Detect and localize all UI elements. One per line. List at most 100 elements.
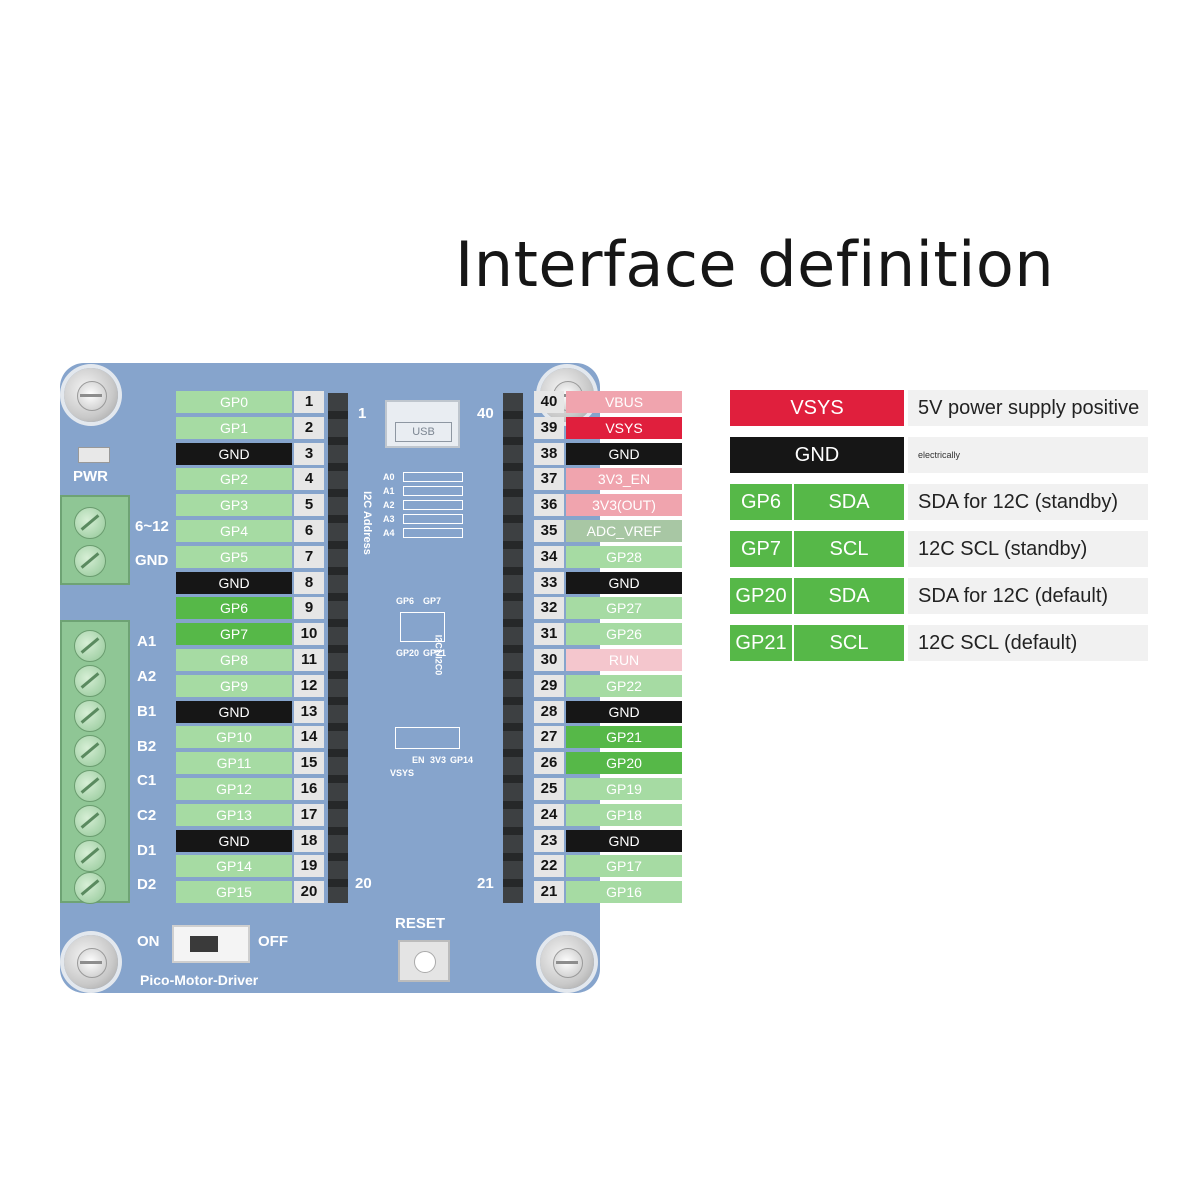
left-pin-number: 8 [294, 571, 324, 594]
right-pin-number: 31 [534, 623, 564, 646]
right-pin-number: 28 [534, 700, 564, 723]
legend-description: 12C SCL (default) [908, 625, 1148, 661]
switch-knob[interactable] [190, 936, 218, 952]
right-pin-label: GP21 [566, 726, 682, 749]
left-pin-label: GP5 [176, 545, 292, 568]
left-pin-number: 12 [294, 674, 324, 697]
pwr-led-icon [78, 447, 110, 463]
right-pin-label: GP16 [566, 881, 682, 904]
legend-description: 12C SCL (standby) [908, 531, 1148, 567]
terminal-screw-icon [74, 507, 106, 539]
motor-label: B1 [137, 703, 157, 720]
right-pin-label: 3V3(OUT) [566, 494, 682, 517]
switch-on-label: ON [137, 933, 160, 950]
motor-label: A2 [137, 668, 157, 685]
right-pin-label: GP28 [566, 545, 682, 568]
left-pin-number: 20 [294, 881, 324, 904]
left-pin-number: 1 [294, 391, 324, 413]
left-pin-number: 9 [294, 597, 324, 620]
reset-button[interactable] [398, 940, 450, 982]
right-pin-label: GP27 [566, 597, 682, 620]
power-select-pin: 3V3 [430, 755, 447, 765]
left-pin-number: 15 [294, 752, 324, 775]
right-pin-label: GP18 [566, 803, 682, 826]
legend-pin: GP21 [730, 625, 792, 661]
left-pin-number: 6 [294, 520, 324, 542]
right-pin-label: 3V3_EN [566, 468, 682, 491]
motor-label: B2 [137, 738, 157, 755]
right-pin-label: GP26 [566, 623, 682, 646]
motor-label: C1 [137, 772, 157, 789]
i2c-address-jumpers [397, 472, 472, 562]
left-pin-number: 4 [294, 468, 324, 491]
right-pin-number: 26 [534, 752, 564, 775]
right-pin-number: 39 [534, 416, 564, 439]
right-pin-number: 35 [534, 520, 564, 542]
right-pin-number: 21 [534, 881, 564, 904]
legend-function: SDA [794, 578, 904, 614]
screw-icon [540, 935, 594, 989]
legend-pin: GP6 [730, 484, 792, 520]
terminal-screw-icon [74, 630, 106, 662]
terminal-screw-icon [74, 805, 106, 837]
address-pin-label: A0 [383, 472, 395, 482]
right-pin-number: 27 [534, 726, 564, 749]
right-pin-label: VSYS [566, 416, 682, 439]
power-select-pin: VSYS [390, 768, 415, 778]
left-pin-label: GP8 [176, 649, 292, 671]
power-select-pin: EN [412, 755, 425, 765]
left-pin-label: GND [176, 442, 292, 465]
i2c-select-pin: GP20 [396, 648, 420, 658]
legend-pin: GP7 [730, 531, 792, 567]
left-pin-number: 17 [294, 803, 324, 826]
address-pin-label: A2 [383, 500, 395, 510]
right-pin-label: GP19 [566, 778, 682, 800]
left-pin-label: GP6 [176, 597, 292, 620]
left-pin-number: 14 [294, 726, 324, 749]
right-pin-number: 23 [534, 829, 564, 852]
address-pin-label: A4 [383, 528, 395, 538]
reset-label: RESET [395, 915, 446, 932]
jumper-pad [403, 514, 463, 524]
left-pin-label: GP1 [176, 416, 292, 439]
right-pin-number: 38 [534, 442, 564, 465]
i2c-select-pin: GP6 [396, 596, 415, 606]
power-terminal [60, 495, 130, 585]
motor-terminal [60, 620, 130, 904]
jumper-pad [403, 500, 463, 510]
terminal-screw-icon [74, 700, 106, 732]
legend-description: SDA for 12C (default) [908, 578, 1148, 614]
jumper-pad [403, 486, 463, 496]
legend-function: SDA [794, 484, 904, 520]
left-pin-label: GND [176, 700, 292, 723]
left-pin-label: GP11 [176, 752, 292, 775]
jumper-pad [403, 528, 463, 538]
gnd-terminal-label: GND [135, 552, 169, 569]
left-pin-label: GP2 [176, 468, 292, 491]
header-number: 20 [355, 875, 372, 892]
terminal-screw-icon [74, 770, 106, 802]
i2c-select-pin: GP7 [423, 596, 442, 606]
left-pin-number: 11 [294, 649, 324, 671]
legend-description: 5V power supply positive [908, 390, 1148, 426]
address-pin-label: A1 [383, 486, 395, 496]
terminal-screw-icon [74, 735, 106, 767]
power-switch[interactable] [172, 925, 250, 963]
left-pin-label: GP3 [176, 494, 292, 517]
i2c-select-jumper [400, 612, 445, 642]
legend-function: SCL [794, 625, 904, 661]
left-pin-number: 19 [294, 855, 324, 878]
header-number: 1 [358, 405, 367, 422]
terminal-screw-icon [74, 545, 106, 577]
left-pin-label: GP14 [176, 855, 292, 878]
left-pin-label: GP13 [176, 803, 292, 826]
vin-label: 6~12 [135, 518, 169, 535]
legend-function: SCL [794, 531, 904, 567]
left-pin-header [328, 393, 348, 903]
right-pin-number: 40 [534, 391, 564, 413]
left-pin-number: 16 [294, 778, 324, 800]
board-name: Pico-Motor-Driver [140, 972, 259, 988]
header-number: 21 [477, 875, 494, 892]
i2c-address-label: I2C Address [360, 491, 373, 555]
right-pin-number: 25 [534, 778, 564, 800]
